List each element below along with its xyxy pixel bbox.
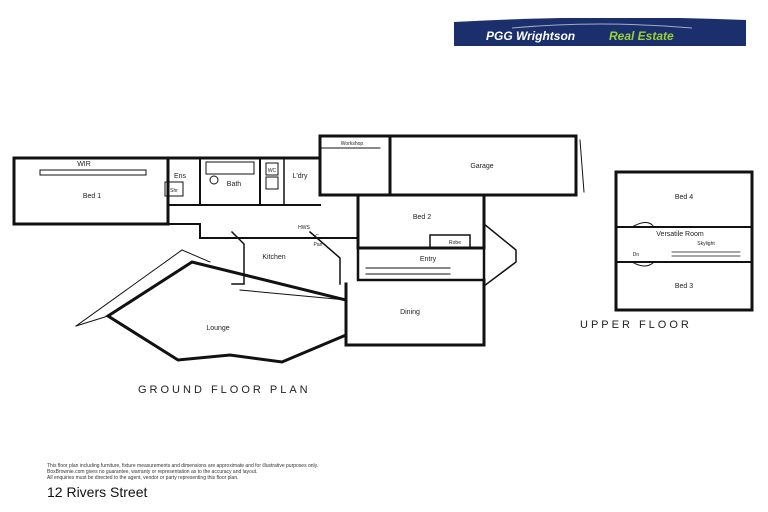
room-label-dining: Dining [400,309,420,316]
room-label-garage: Garage [470,163,493,170]
ground-floor-title: GROUND FLOOR PLAN [138,384,311,396]
room-label-bath: Bath [227,181,242,188]
upper-floor-walls [614,170,754,312]
room-label-ens: Ens [174,173,187,180]
disclaimer-line: All enquiries must be directed to the ag… [47,475,239,481]
room-label-pan: Pan [314,242,323,248]
room-label-hws: HWS [298,225,310,231]
ground-floor-walls [12,134,585,364]
room-label-versatile: Versatile Room [656,231,704,238]
room-label-robe: Robe [449,240,461,246]
room-label-wir: WIR [77,161,91,168]
brand-name: PGG Wrightson [486,29,575,43]
brand-suffix: Real Estate [609,29,674,43]
property-address: 12 Rivers Street [47,484,148,500]
brand-logo: PGG Wrightson Real Estate [454,18,746,46]
room-label-shr: Shr [170,188,178,194]
room-label-lounge: Lounge [206,325,229,332]
room-label-dn: Dn [633,252,640,258]
room-label-workshop: Workshop [341,141,364,147]
room-label-c: C [315,234,319,240]
disclaimer-line: BoxBrownie.com gives no guarantee, warra… [47,469,258,475]
room-label-bed3: Bed 3 [675,283,693,290]
room-label-bed2: Bed 2 [413,214,431,221]
room-label-bed1: Bed 1 [83,193,101,200]
disclaimer: This floor plan including furniture, fix… [47,463,587,481]
room-label-kitchen: Kitchen [262,254,285,261]
room-label-bed4: Bed 4 [675,194,693,201]
disclaimer-line: This floor plan including furniture, fix… [47,463,319,469]
room-label-ldry: L'dry [293,173,308,180]
room-label-wc: WC [268,168,277,174]
room-label-entry: Entry [420,256,437,263]
upper-floor-title: UPPER FLOOR [580,319,692,331]
room-label-skylight: Skylight [697,241,715,247]
